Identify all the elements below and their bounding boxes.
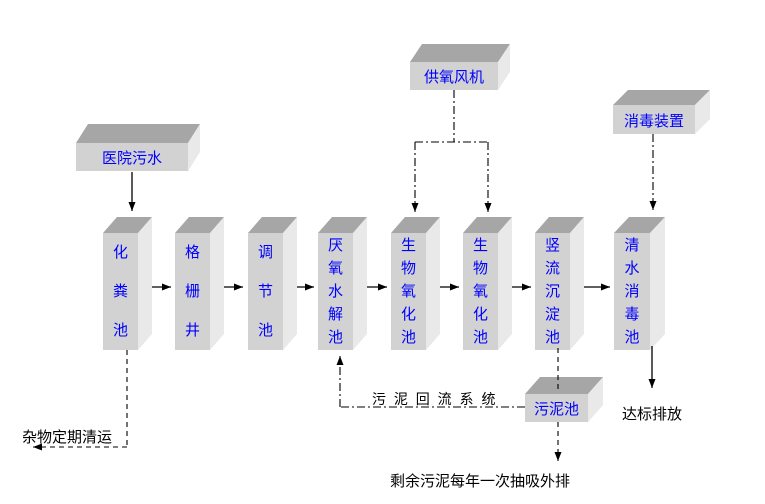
column-label-anaerobic: 厌氧水解池 xyxy=(327,237,343,346)
excess-sludge-note: 剩余污泥每年一次抽吸外排 xyxy=(390,473,571,490)
column-box-sedimentation xyxy=(535,217,584,350)
column-box-regulating xyxy=(248,217,297,350)
oxygen-fan-label: 供氧风机 xyxy=(423,69,484,86)
column-box-bio-oxidation-1 xyxy=(391,217,440,350)
column-label-clearwater-disinfect: 清水消毒池 xyxy=(624,237,640,346)
column-label-septic: 化粪池 xyxy=(112,244,128,339)
disinfection-device-label: 消毒装置 xyxy=(623,113,684,130)
column-label-sedimentation: 竖流沉淀池 xyxy=(544,237,560,346)
oxygen-fan-box xyxy=(410,44,510,90)
column-box-septic xyxy=(103,217,152,350)
disinfection-device-box xyxy=(613,90,710,134)
column-label-bio-oxidation-1: 生物氧化池 xyxy=(400,237,416,346)
column-box-clearwater-disinfect xyxy=(614,217,665,350)
column-box-bio-oxidation-2 xyxy=(463,217,512,350)
column-label-grid-well: 格栅井 xyxy=(184,244,200,339)
hospital-wastewater-label: 医院污水 xyxy=(101,150,162,167)
sludge-tank-label: 污泥池 xyxy=(533,401,579,418)
sludge-tank-box xyxy=(525,377,603,422)
column-box-grid-well xyxy=(175,217,224,350)
sludge-return-note: 污 泥 回 流 系 统 xyxy=(372,391,498,407)
column-box-anaerobic xyxy=(318,217,367,350)
discharge-note: 达标排放 xyxy=(622,406,683,423)
column-label-regulating: 调节池 xyxy=(257,244,273,339)
debris-removal-note: 杂物定期清运 xyxy=(22,429,113,446)
hospital-wastewater-box xyxy=(76,124,200,171)
column-label-bio-oxidation-2: 生物氧化池 xyxy=(472,237,488,346)
